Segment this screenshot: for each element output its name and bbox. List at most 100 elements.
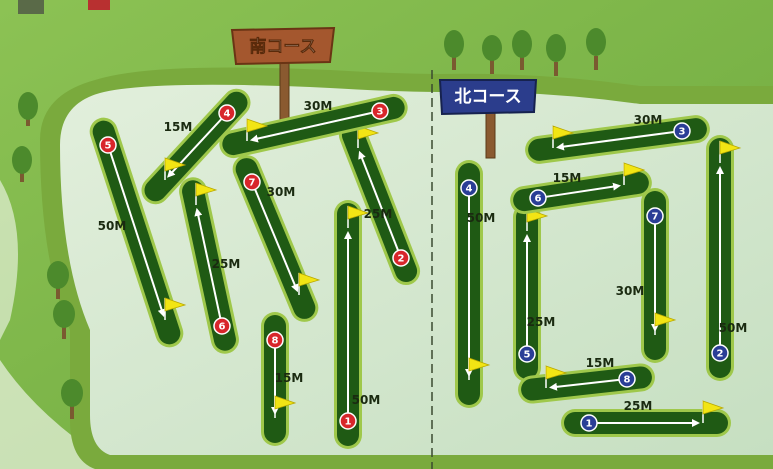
- tree-icon: [12, 146, 32, 182]
- flag-icon: [274, 395, 297, 418]
- hole-distance-label: 15M: [553, 171, 582, 185]
- hole-number-marker: [618, 370, 636, 388]
- hole-distance-label: 50M: [352, 393, 381, 407]
- flag-icon: [195, 182, 218, 205]
- flag-icon: [298, 272, 321, 295]
- hole-distance-label: 25M: [364, 207, 393, 221]
- hole-number-marker: [99, 136, 117, 154]
- south-course-sign-label: 南コース: [249, 36, 316, 57]
- tree-icon: [546, 34, 566, 76]
- direction-arrow: [545, 182, 622, 198]
- hole-number-marker: [580, 414, 598, 432]
- hole-distance-label: 15M: [164, 120, 193, 134]
- player-legs: [18, 0, 44, 14]
- tree-icon: [47, 261, 69, 299]
- player-legs: [88, 0, 110, 10]
- flag-icon: [719, 140, 742, 163]
- hole-distance-label: 15M: [586, 356, 615, 370]
- hole-number: 7: [652, 212, 659, 223]
- hole-distance-label: 50M: [98, 219, 127, 233]
- flag-icon: [164, 297, 187, 320]
- hole-distance-label: 30M: [267, 185, 296, 199]
- hole-number: 5: [524, 350, 531, 361]
- hole-distance-label: 25M: [212, 257, 241, 271]
- hole-number: 2: [717, 349, 724, 360]
- tree-icon: [586, 28, 606, 70]
- flag-icon: [347, 205, 370, 228]
- hole-distance-label: 30M: [634, 113, 663, 127]
- tree-icon: [444, 30, 464, 70]
- hole-distance-label: 30M: [616, 284, 645, 298]
- direction-arrow: [249, 111, 373, 143]
- hole-number: 1: [586, 419, 593, 430]
- hole-number: 5: [105, 141, 112, 152]
- hole-number-marker: [266, 331, 284, 349]
- hole-number: 6: [535, 194, 542, 205]
- north-hole-4: 4 50M: [455, 160, 496, 408]
- hole-number-marker: [711, 344, 729, 362]
- north-hole-8: 8 15M: [518, 356, 655, 404]
- north-hole-5: 5 25M: [513, 203, 556, 382]
- direction-arrow: [109, 152, 166, 318]
- direction-arrow: [555, 131, 675, 151]
- south-hole-5: 5 50M: [89, 117, 187, 348]
- tree-icon: [61, 379, 83, 419]
- hole-number-marker: [518, 345, 536, 363]
- north-course-sign: 北コース: [438, 79, 538, 159]
- south-hole-3: 3 30M: [219, 93, 408, 159]
- hole-number: 4: [224, 109, 231, 120]
- hole-distance-label: 50M: [467, 211, 496, 225]
- hole-distance-label: 50M: [719, 321, 748, 335]
- hole-number: 8: [624, 375, 631, 386]
- flag-icon: [468, 357, 491, 380]
- flag-icon: [545, 365, 568, 388]
- hole-number: 3: [679, 127, 686, 138]
- tree-icon: [482, 35, 502, 74]
- holes-layer: 150M225M330M415M550M625M730M815M125M250M…: [89, 88, 748, 449]
- hole-number: 6: [219, 322, 226, 333]
- hole-number-marker: [213, 317, 231, 335]
- south-course-sign: 南コース: [230, 26, 336, 131]
- hole-number-marker: [646, 207, 664, 225]
- flag-icon: [623, 162, 646, 185]
- hole-number-marker: [529, 189, 547, 207]
- direction-arrow: [254, 189, 299, 293]
- flag-icon: [702, 400, 725, 423]
- hole-distance-label: 30M: [304, 99, 333, 113]
- hole-number-marker: [218, 104, 236, 122]
- white-haze-bottom: [0, 360, 120, 469]
- tree-icon: [18, 92, 38, 126]
- flag-icon: [164, 157, 187, 180]
- hole-number: 1: [345, 417, 352, 428]
- north-hole-6: 6 15M: [510, 162, 652, 215]
- tree-icon: [53, 300, 75, 339]
- north-hole-7: 7 30M: [616, 188, 677, 363]
- tree-icon: [512, 30, 532, 70]
- hole-number-marker: [460, 179, 478, 197]
- flag-icon: [552, 125, 575, 148]
- hole-number-marker: [243, 173, 261, 191]
- hole-distance-label: 15M: [275, 371, 304, 385]
- hole-distance-label: 25M: [527, 315, 556, 329]
- hole-number: 3: [377, 107, 384, 118]
- hole-number: 4: [466, 184, 473, 195]
- hole-number-marker: [371, 102, 389, 120]
- hole-number-marker: [339, 412, 357, 430]
- hole-distance-label: 25M: [624, 399, 653, 413]
- flag-icon: [246, 118, 269, 141]
- tree-icons: [12, 28, 606, 419]
- direction-arrow: [358, 150, 400, 251]
- north-hole-1: 1 25M: [561, 399, 731, 437]
- hole-number-marker: [673, 122, 691, 140]
- north-hole-2: 2 50M: [706, 135, 748, 381]
- hole-number-marker: [392, 249, 410, 267]
- south-hole-4: 4 15M: [141, 88, 251, 205]
- north-hole-3: 3 30M: [525, 113, 710, 164]
- direction-arrow: [548, 378, 620, 391]
- flag-icon: [654, 312, 677, 335]
